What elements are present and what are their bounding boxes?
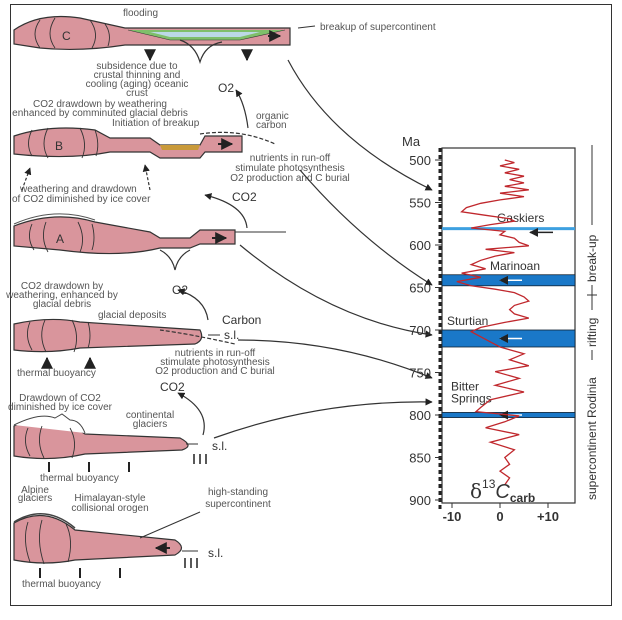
glaciers-e-1: continental bbox=[126, 410, 174, 421]
nutrients-b-1: nutrients in run-off bbox=[250, 153, 331, 164]
subsidence-label-2: crustal thinning and bbox=[94, 70, 181, 81]
co2-drawdown-b-1: CO2 drawdown by weathering bbox=[33, 99, 167, 110]
co2-drawdown-d-1: CO2 drawdown by bbox=[21, 281, 103, 292]
flooding-label: flooding bbox=[123, 8, 158, 19]
glaciation-label: Bitter bbox=[451, 379, 479, 393]
y-tick-label: 550 bbox=[409, 196, 431, 211]
weathering-a-2: of CO2 diminished by ice cover bbox=[12, 194, 151, 205]
co2-drawdown-d-3: glacial debris bbox=[33, 299, 91, 310]
nutrients-b-2: stimulate photosynthesis bbox=[235, 163, 345, 174]
y-tick-label: 600 bbox=[409, 238, 431, 253]
subsidence-label-4: crust bbox=[126, 88, 148, 99]
stage-a: A bbox=[13, 193, 286, 271]
phase-rifting: rifting bbox=[585, 318, 599, 347]
sea-level-label-d: s.l. bbox=[224, 328, 239, 342]
stage-a-label: A bbox=[56, 232, 64, 246]
thermal-buoyancy-f: thermal buoyancy bbox=[22, 579, 101, 590]
glaciation-label: Marinoan bbox=[490, 259, 540, 273]
alpine-label-1: Alpine bbox=[21, 485, 49, 496]
stage-c-label: C bbox=[62, 29, 71, 43]
y-tick-label: 650 bbox=[409, 281, 431, 296]
chart-plot-area bbox=[441, 147, 576, 504]
x-axis-label: δ13Ccarb bbox=[470, 477, 535, 505]
y-axis-label: Ma bbox=[402, 134, 421, 149]
sea-level-label-e: s.l. bbox=[212, 439, 227, 453]
y-tick-label: 800 bbox=[409, 408, 431, 423]
subsidence-label-1: subsidence due to bbox=[96, 61, 178, 72]
phase-breakup: break-up bbox=[585, 234, 599, 282]
stage-c: C flooding breakup of supercontinent sub… bbox=[13, 8, 436, 99]
delta13c-curve bbox=[456, 159, 531, 486]
stage-b-label: B bbox=[55, 139, 63, 153]
high-standing-label-1: high-standing bbox=[208, 487, 268, 498]
initiation-label: Initiation of breakup bbox=[112, 118, 200, 129]
nutrients-d-3: O2 production and C burial bbox=[155, 366, 275, 377]
drawdown-e-1: Drawdown of CO2 bbox=[19, 393, 101, 404]
phase-labels: supercontinent Rodinia rifting break-up bbox=[585, 145, 599, 500]
glaciation-label: Sturtian bbox=[447, 314, 488, 328]
connector-arrows bbox=[213, 59, 433, 439]
o2-label-d: O2 bbox=[172, 283, 188, 297]
organic-label-1: organic bbox=[256, 111, 289, 122]
high-standing-label-2: supercontinent bbox=[205, 499, 271, 510]
stage-d: CO2 drawdown by weathering, enhanced by … bbox=[5, 281, 275, 379]
y-tick-label: 850 bbox=[409, 451, 431, 466]
phase-rodinia: supercontinent Rodinia bbox=[585, 377, 599, 500]
nutrients-d-1: nutrients in run-off bbox=[175, 348, 256, 359]
y-tick-label: 750 bbox=[409, 366, 431, 381]
weathering-a-1: weathering and drawdown bbox=[19, 184, 137, 195]
carbon-label: Carbon bbox=[222, 313, 261, 327]
thermal-buoyancy-d: thermal buoyancy bbox=[17, 368, 96, 379]
glacial-deposits-label: glacial deposits bbox=[98, 310, 166, 321]
stage-b: O2 CO2 drawdown by weathering enhanced b… bbox=[12, 81, 350, 205]
alpine-label-2: glaciers bbox=[18, 493, 52, 504]
co2-drawdown-d-2: weathering, enhanced by bbox=[5, 290, 118, 301]
o2-label-b: O2 bbox=[218, 81, 234, 95]
himalayan-label-2: collisional orogen bbox=[71, 503, 148, 514]
x-tick-label: +10 bbox=[537, 509, 559, 524]
organic-label-2: carbon bbox=[256, 120, 287, 131]
co2-label-a: CO2 bbox=[232, 190, 257, 204]
thermal-buoyancy-e: thermal buoyancy bbox=[40, 473, 119, 484]
glaciers-e-2: glaciers bbox=[133, 419, 167, 430]
stage-f: Alpine glaciers Himalayan-style collisio… bbox=[13, 485, 271, 590]
stage-e: CO2 Drawdown of CO2 diminished by ice co… bbox=[8, 380, 227, 484]
nutrients-b-3: O2 production and C burial bbox=[230, 173, 350, 184]
glaciation-label: Springs bbox=[451, 391, 492, 405]
nutrients-d-2: stimulate photosynthesis bbox=[160, 357, 270, 368]
y-tick-label: 900 bbox=[409, 493, 431, 508]
co2-label-e: CO2 bbox=[160, 380, 185, 394]
glaciation-band bbox=[442, 227, 575, 231]
y-tick-label: 500 bbox=[409, 153, 431, 168]
x-tick-label: -10 bbox=[443, 509, 462, 524]
breakup-label: breakup of supercontinent bbox=[320, 22, 436, 33]
sea-level-label-f: s.l. bbox=[208, 546, 223, 560]
drawdown-e-2: diminished by ice cover bbox=[8, 402, 113, 413]
subsidence-label-3: cooling (aging) oceanic bbox=[86, 79, 189, 90]
co2-drawdown-b-2: enhanced by comminuted glacial debris bbox=[12, 108, 188, 119]
x-tick-label: 0 bbox=[496, 509, 503, 524]
himalayan-label-1: Himalayan-style bbox=[74, 493, 146, 504]
y-tick-label: 700 bbox=[409, 323, 431, 338]
